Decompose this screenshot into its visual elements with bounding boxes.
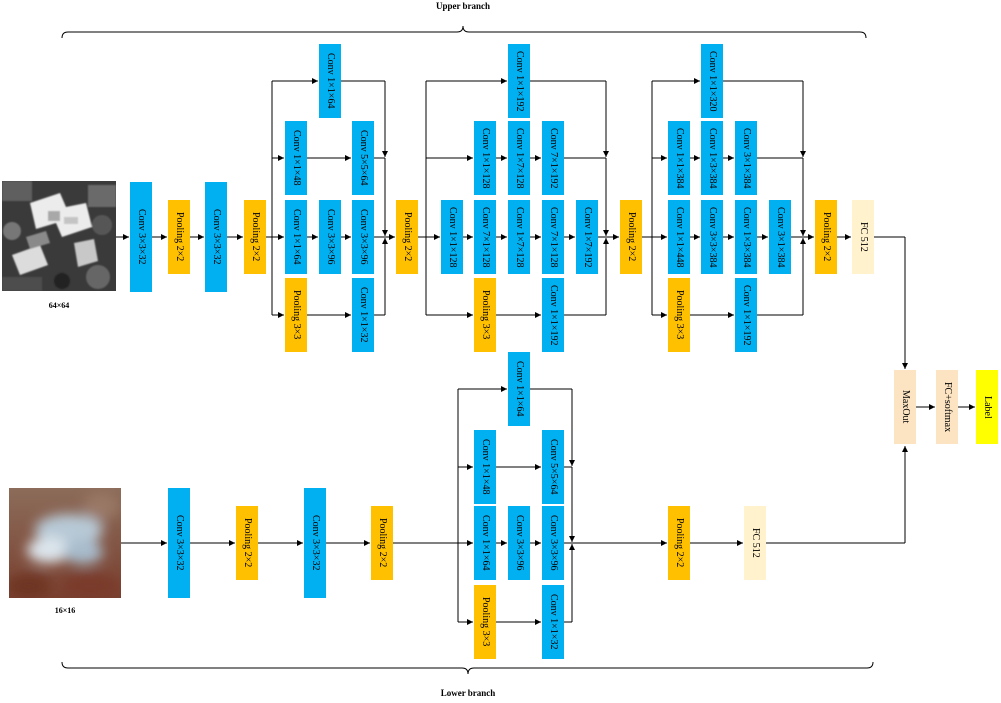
ground-patch: [88, 185, 116, 207]
upper-input-size-label: 64×64: [48, 301, 70, 310]
lower-inc-a-branch2-conv2: Conv 5×5×64: [542, 430, 564, 504]
lower-stem-pooling-1: Pooling 2×2: [236, 506, 258, 580]
upper-inc-b-branch4-pooling: Pooling 3×3: [474, 278, 496, 352]
image-texture: [9, 492, 121, 598]
upper-fc-layer: FC 512: [852, 200, 874, 274]
lower-inc-a-branch3-conv2: Conv 3×3×96: [508, 506, 530, 580]
upper-inc-a-branch3-conv1: Conv 1×1×64: [285, 200, 307, 274]
upper-inc-a-branch2-conv1: Conv 1×1×48: [285, 121, 307, 195]
ground-patch: [83, 492, 119, 520]
fc-softmax-layer: FC+softmax: [936, 370, 958, 444]
blurred-roof: [27, 537, 71, 563]
lower-stem-conv-1: Conv 3×3×32: [168, 488, 190, 598]
ground-patch: [2, 277, 42, 291]
blurred-roof: [63, 540, 103, 564]
upper-inc-b-branch2-conv1: Conv 1×1×128: [474, 121, 496, 195]
lower-branch-brace: [61, 661, 874, 675]
upper-inc-c-branch3-conv4: Conv 3×1×384: [769, 200, 791, 274]
roof-detail: [64, 217, 78, 224]
lower-inc-a-branch4-pooling: Pooling 3×3: [474, 585, 496, 659]
lower-branch-title: Lower branch: [440, 688, 496, 698]
upper-pooling-after-inc-b: Pooling 2×2: [620, 200, 642, 274]
upper-inc-b-branch4-conv: Conv 1×1×192: [542, 278, 564, 352]
lower-input-size-label: 16×16: [54, 606, 76, 615]
lower-stem-conv-2: Conv 3×3×32: [304, 488, 326, 598]
upper-inc-b-branch3-conv1: Conv 1×1×128: [441, 200, 463, 274]
lower-fc-layer: FC 512: [744, 506, 766, 580]
upper-inc-b-branch3-conv2: Conv 7×1×128: [474, 200, 496, 274]
upper-inc-c-branch3-conv2: Conv 3×3×384: [701, 200, 723, 274]
upper-inception-a-connectors: [266, 78, 395, 318]
upper-inc-a-branch4-pooling: Pooling 3×3: [285, 278, 307, 352]
lower-inc-a-branch3-conv1: Conv 1×1×64: [474, 506, 496, 580]
maxout-layer: MaxOut: [894, 370, 916, 444]
upper-inc-b-branch3-conv4: Conv 7×1×128: [542, 200, 564, 274]
upper-inc-c-branch3-conv3: Conv 1×3×384: [735, 200, 757, 274]
upper-inc-b-branch1-conv: Conv 1×1×192: [508, 44, 530, 118]
lower-branch-connectors: [121, 386, 908, 625]
upper-inc-c-branch1-conv: Conv 1×1×320: [701, 44, 723, 118]
upper-inc-a-branch3-conv2: Conv 3×3×96: [319, 200, 341, 274]
image-texture: [2, 181, 116, 291]
upper-inc-a-branch3-conv3: Conv 3×3×96: [352, 200, 374, 274]
upper-branch-brace: [61, 25, 867, 39]
upper-pooling-after-inc-c: Pooling 2×2: [815, 200, 837, 274]
lower-stem-pooling-2: Pooling 2×2: [371, 506, 393, 580]
upper-branch-title: Upper branch: [435, 1, 491, 11]
ground-patch: [26, 231, 50, 249]
upper-inc-b-branch3-conv5: Conv 1×7×192: [576, 200, 598, 274]
upper-inc-a-branch2-conv2: Conv 5×5×64: [352, 121, 374, 195]
lower-input-image: [9, 488, 121, 598]
ground-patch: [86, 265, 110, 289]
lower-inc-a-branch2-conv1: Conv 1×1×48: [474, 430, 496, 504]
upper-stem-conv-2: Conv 3×3×32: [205, 182, 227, 292]
ground-patch: [3, 222, 21, 240]
upper-inc-c-branch2-conv2: Conv 1×3×384: [701, 121, 723, 195]
output-label: Label: [976, 370, 998, 444]
upper-inc-c-branch4-pooling: Pooling 3×3: [668, 278, 690, 352]
ground-patch: [2, 181, 32, 201]
roof-detail: [48, 211, 60, 221]
upper-inc-c-branch3-conv1: Conv 1×1×448: [668, 200, 690, 274]
upper-input-image: [2, 181, 116, 291]
upper-inc-a-branch1-conv: Conv 1×1×64: [319, 44, 341, 118]
upper-inception-c-connectors: [642, 78, 908, 369]
upper-inc-c-branch4-conv: Conv 1×1×192: [735, 278, 757, 352]
upper-inc-c-branch2-conv1: Conv 1×1×384: [668, 121, 690, 195]
upper-stem-pooling-2: Pooling 2×2: [244, 200, 266, 274]
building-roof: [12, 245, 48, 275]
upper-inc-b-branch2-conv2: Conv 1×7×128: [508, 121, 530, 195]
lower-pooling-after-inc-a: Pooling 2×2: [668, 506, 690, 580]
upper-inc-b-branch3-conv3: Conv 1×7×128: [508, 200, 530, 274]
upper-stem-conv-1: Conv 3×3×32: [130, 182, 152, 292]
upper-pooling-after-inc-a: Pooling 2×2: [396, 200, 418, 274]
ground-patch: [61, 574, 121, 598]
upper-inc-b-branch2-conv3: Conv 7×1×192: [542, 121, 564, 195]
upper-stem-pooling-1: Pooling 2×2: [168, 200, 190, 274]
upper-inc-c-branch2-conv3: Conv 3×1×384: [735, 121, 757, 195]
lower-inc-a-branch1-conv: Conv 1×1×64: [508, 352, 530, 426]
ground-patch: [9, 574, 51, 598]
upper-inc-a-branch4-conv: Conv 1×1×32: [352, 278, 374, 352]
lower-inc-a-branch4-conv: Conv 1×1×32: [542, 585, 564, 659]
upper-inception-b-connectors: [418, 78, 619, 318]
building-roof: [74, 239, 98, 267]
building-roof: [30, 193, 92, 237]
ground-patch: [92, 215, 112, 235]
shadow-patch: [54, 273, 70, 289]
lower-inc-a-branch3-conv3: Conv 3×3×96: [542, 506, 564, 580]
